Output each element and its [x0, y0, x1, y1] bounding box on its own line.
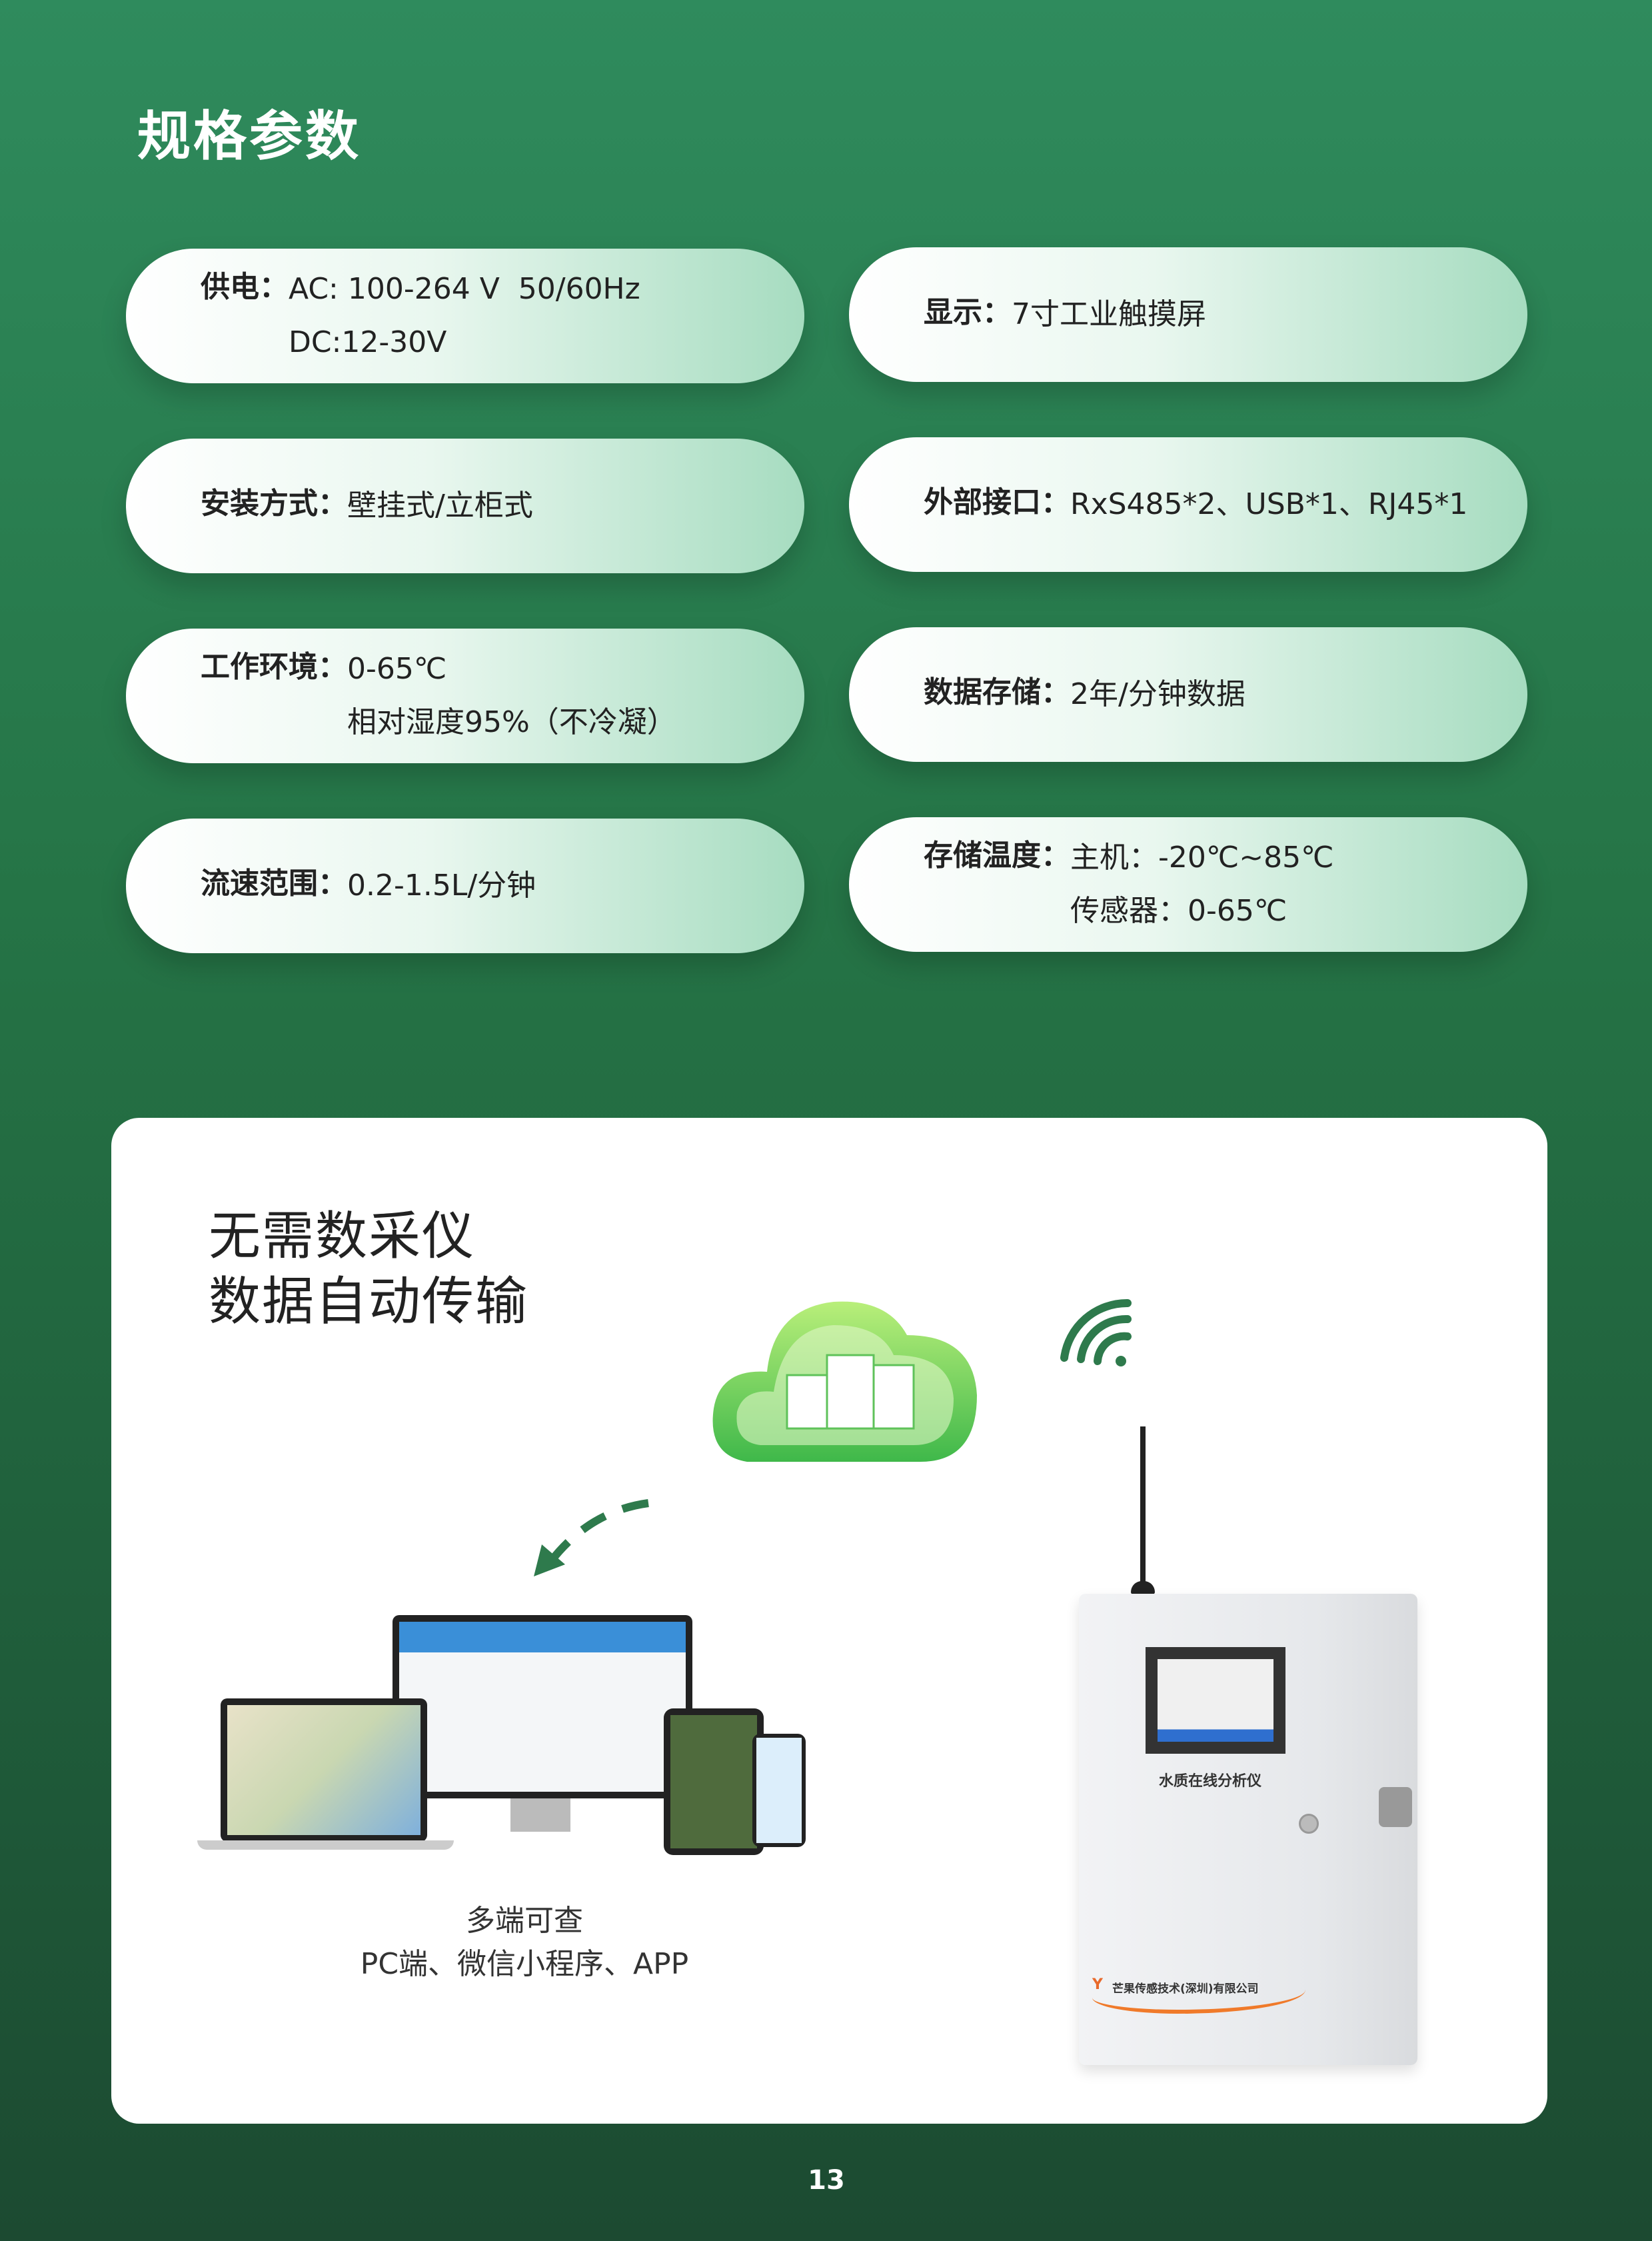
spec-label: 供电：	[201, 270, 289, 304]
door-lock	[1299, 1814, 1319, 1834]
spec-value: AC: 100-264 V 50/60Hz	[289, 272, 640, 306]
handle	[1379, 1787, 1412, 1827]
water-quality-analyzer-cabinet: 水质在线分析仪 Y 芒果传感技术(深圳)有限公司	[1079, 1594, 1417, 2065]
company-logo-text: 芒果传感技术(深圳)有限公司	[1112, 1982, 1259, 1996]
company-logo-mark: Y	[1092, 1976, 1103, 1993]
device-label: 水质在线分析仪	[1159, 1773, 1262, 1790]
spec-value: 2年/分钟数据	[1070, 677, 1245, 711]
laptop	[221, 1698, 427, 1842]
cloud-server-icon	[712, 1301, 977, 1462]
caption-line2: PC端、微信小程序、APP	[360, 1947, 689, 1981]
download-arrow-icon	[534, 1499, 649, 1576]
page-title: 规格参数	[137, 105, 361, 167]
multi-device-illustration	[197, 1615, 807, 1868]
spec-value: 0-65℃	[347, 652, 447, 686]
desktop-monitor	[393, 1615, 692, 1798]
spec-label: 存储温度：	[924, 839, 1070, 873]
company-logo: Y 芒果传感技术(深圳)有限公司	[1092, 1974, 1305, 2014]
spec-value: 传感器：0-65℃	[1070, 894, 1287, 928]
spec-value: RxS485*2、USB*1、RJ45*1	[1070, 487, 1468, 521]
antenna	[1140, 1426, 1146, 1586]
caption-line1: 多端可查	[466, 1904, 583, 1938]
spec-label: 外部接口：	[924, 485, 1070, 519]
wifi-signal-icon	[1060, 1298, 1132, 1366]
spec-value: 相对湿度95%（不冷凝）	[347, 705, 676, 739]
spec-card-storage: 数据存储：2年/分钟数据	[849, 627, 1527, 762]
tablet	[664, 1708, 764, 1855]
data-transmission-panel: 无需数采仪 数据自动传输 多端可查 PC端、微信小程序、APP 水质在线分析仪	[111, 1118, 1547, 2124]
phone	[752, 1734, 806, 1847]
spec-card-display: 显示：7寸工业触摸屏	[849, 247, 1527, 382]
spec-value: 7寸工业触摸屏	[1012, 297, 1206, 331]
spec-card-power: 供电：AC: 100-264 V 50/60Hz 供电：DC:12-30V	[126, 249, 804, 383]
spec-value: 壁挂式/立柜式	[347, 489, 533, 523]
spec-label: 显示：	[924, 295, 1012, 329]
spec-label: 工作环境：	[201, 650, 347, 684]
spec-card-interfaces: 外部接口：RxS485*2、USB*1、RJ45*1	[849, 437, 1527, 572]
touch-screen	[1146, 1647, 1285, 1754]
spec-value: 0.2-1.5L/分钟	[347, 869, 536, 903]
spec-card-installation: 安装方式：壁挂式/立柜式	[126, 439, 804, 573]
spec-card-flow: 流速范围：0.2-1.5L/分钟	[126, 819, 804, 953]
spec-label: 安装方式：	[201, 487, 347, 521]
panel-heading-line1: 无需数采仪	[209, 1206, 476, 1266]
spec-value: DC:12-30V	[289, 325, 447, 359]
page-number: 13	[808, 2165, 845, 2196]
spec-card-storage-temp: 存储温度：主机：-20℃~85℃ 存储温度：传感器：0-65℃	[849, 817, 1527, 952]
spec-label: 数据存储：	[924, 675, 1070, 709]
spec-value: 主机：-20℃~85℃	[1070, 841, 1334, 875]
spec-card-environment: 工作环境：0-65℃ 工作环境：相对湿度95%（不冷凝）	[126, 629, 804, 763]
panel-heading-line2: 数据自动传输	[209, 1272, 529, 1332]
spec-label: 流速范围：	[201, 867, 347, 901]
